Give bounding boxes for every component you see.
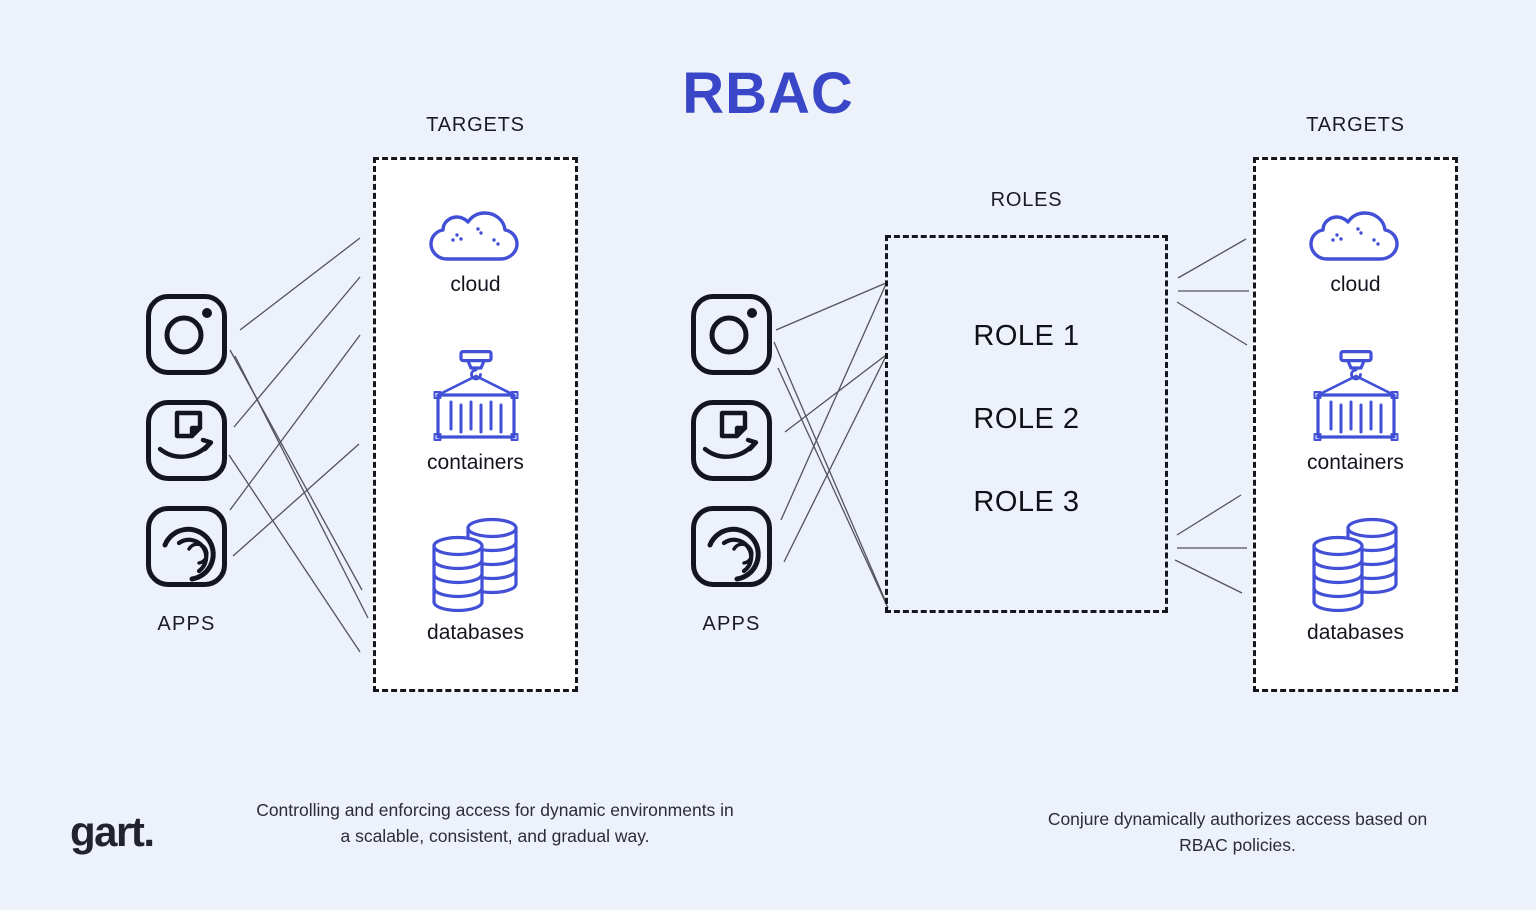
target-containers: containers — [1256, 350, 1455, 475]
apps_to_targets-line — [229, 349, 363, 591]
apps_to_roles-line — [777, 367, 889, 609]
role-2: ROLE 2 — [973, 403, 1080, 435]
roles_to_targets-line — [1174, 559, 1243, 594]
target-label-cloud: cloud — [450, 273, 501, 296]
right-caption: Conjure dynamically authorizes access ba… — [1005, 806, 1470, 858]
apps_to_roles-line — [773, 341, 886, 601]
apps_to_targets-line — [234, 355, 369, 619]
apps-left-label: APPS — [157, 613, 216, 635]
left-caption-line-1: Controlling and enforcing access for dyn… — [256, 800, 734, 820]
target-label-containers: containers — [427, 451, 524, 474]
target-label-databases: databases — [1307, 621, 1404, 644]
amazon-app-icon — [691, 400, 772, 481]
target-cloud: cloud — [376, 202, 575, 297]
gart-logo: gart. — [70, 808, 155, 855]
left-caption: Controlling and enforcing access for dyn… — [205, 797, 785, 849]
apps_to_targets-line — [232, 443, 360, 557]
apps-right-label: APPS — [702, 613, 761, 635]
instagram-app-icon — [146, 294, 227, 375]
apps_to_roles-line — [783, 355, 887, 563]
databases-icon — [1311, 517, 1398, 612]
swirl-app-icon — [691, 506, 772, 587]
databases-icon — [431, 517, 518, 612]
instagram-app-icon — [691, 294, 772, 375]
targets-right-label: TARGETS — [1306, 114, 1405, 136]
targets-box-left: cloud containers — [373, 157, 578, 692]
apps_to_targets-line — [239, 237, 361, 331]
target-label-containers: containers — [1307, 451, 1404, 474]
apps_to_targets-line — [233, 276, 361, 428]
apps_to_roles-line — [784, 354, 887, 433]
roles_to_targets-line — [1176, 301, 1248, 346]
target-databases: databases — [376, 514, 575, 645]
targets-left-label: TARGETS — [426, 114, 525, 136]
apps_to_targets-line — [229, 334, 361, 511]
target-cloud: cloud — [1256, 202, 1455, 297]
left-caption-line-2: a scalable, consistent, and gradual way. — [340, 826, 650, 846]
right-caption-line-2: RBAC policies. — [1179, 835, 1296, 855]
right-caption-line-1: Conjure dynamically authorizes access ba… — [1047, 809, 1428, 829]
apps_to_roles-line — [780, 283, 887, 521]
apps_to_targets-line — [228, 454, 361, 653]
roles_to_targets-line — [1176, 494, 1242, 536]
container-crane-icon — [1313, 350, 1398, 441]
target-label-databases: databases — [427, 621, 524, 644]
page-title: RBAC — [682, 61, 854, 126]
role-1: ROLE 1 — [973, 320, 1080, 352]
apps_to_roles-line — [775, 282, 887, 331]
roles-box: ROLE 1 ROLE 2 ROLE 3 — [885, 235, 1168, 613]
swirl-app-icon — [146, 506, 227, 587]
targets-box-right: cloud containers — [1253, 157, 1458, 692]
amazon-app-icon — [146, 400, 227, 481]
cloud-icon — [428, 211, 519, 261]
cloud-icon — [1308, 211, 1399, 261]
container-crane-icon — [433, 350, 518, 441]
roles_to_targets-line — [1177, 238, 1247, 279]
target-containers: containers — [376, 350, 575, 475]
target-databases: databases — [1256, 514, 1455, 645]
role-3: ROLE 3 — [973, 486, 1080, 518]
roles-label: ROLES — [990, 189, 1063, 211]
target-label-cloud: cloud — [1330, 273, 1381, 296]
